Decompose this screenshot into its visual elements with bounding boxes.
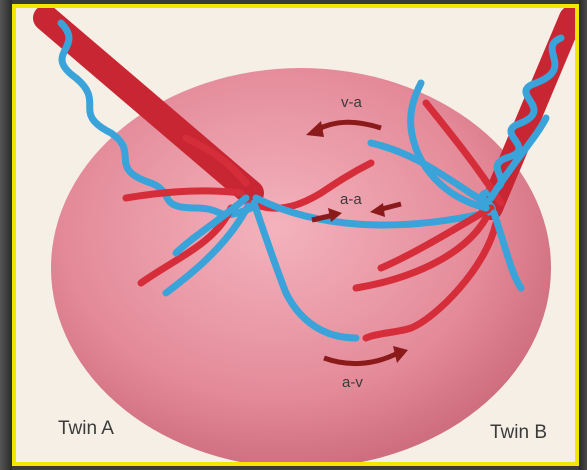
label-a-v: a-v <box>342 374 363 391</box>
diagram-panel: v-a a-a a-v Twin A Twin B <box>12 4 579 466</box>
label-a-a: a-a <box>340 191 362 208</box>
placenta-diagram <box>16 8 575 462</box>
label-twin-b: Twin B <box>490 422 547 444</box>
right-bevel <box>579 0 587 470</box>
label-v-a: v-a <box>341 94 362 111</box>
left-bevel <box>0 0 12 470</box>
label-twin-a: Twin A <box>58 418 114 440</box>
